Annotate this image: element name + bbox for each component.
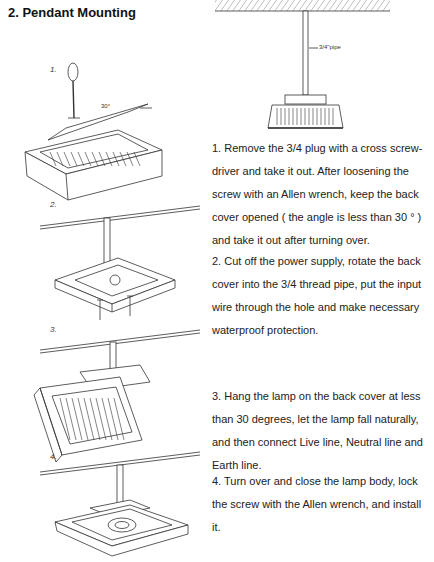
cooling-fin (309, 108, 310, 125)
cooling-fin (114, 398, 124, 440)
cooling-fin (106, 152, 112, 166)
cooling-fin (102, 398, 112, 440)
cooling-fin (78, 398, 88, 440)
cooling-fin (293, 108, 294, 125)
section-title: 2. Pendant Mounting (8, 5, 136, 20)
cooling-fin (96, 398, 106, 440)
cooling-fin (120, 152, 126, 166)
cooling-fin (85, 152, 91, 166)
step-number: 1. (50, 65, 57, 74)
step-instruction: 3. Hang the lamp on the back cover at le… (212, 385, 426, 477)
cooling-fin (99, 152, 105, 166)
cooling-fin (289, 108, 290, 125)
cooling-fin (50, 152, 56, 166)
cooling-fin (127, 152, 133, 166)
cooling-fin (325, 108, 326, 125)
cooling-fin (134, 152, 140, 166)
cooling-fin (72, 398, 82, 440)
cooling-fin (313, 108, 314, 125)
cooling-fin (301, 108, 302, 125)
angle-label: 30° (100, 103, 111, 109)
cooling-fin (281, 108, 282, 125)
cooling-fin (66, 398, 76, 440)
cooling-fin (321, 108, 322, 125)
cooling-fin (113, 152, 119, 166)
step-number: 3. (50, 325, 57, 334)
cooling-fin (92, 152, 98, 166)
step-instruction: 2. Cut off the power supply, rotate the … (212, 250, 426, 342)
cooling-fin (84, 398, 94, 440)
step-number: 2. (50, 200, 57, 209)
cooling-fin (277, 108, 278, 125)
cooling-fin (329, 108, 330, 125)
cooling-fin (297, 108, 298, 125)
cooling-fin (78, 152, 84, 166)
cooling-fin (285, 108, 286, 125)
pipe-label: 3/4"pipe (318, 44, 342, 50)
cooling-fin (317, 108, 318, 125)
cooling-fin (64, 152, 70, 166)
step-instruction: 1. Remove the 3/4 plug with a cross scre… (212, 137, 426, 252)
cooling-fin (333, 108, 334, 125)
cooling-fin (305, 108, 306, 125)
cooling-fin (57, 152, 63, 166)
cooling-fin (60, 398, 70, 440)
cooling-fin (108, 398, 118, 440)
step-instruction: 4. Turn over and close the lamp body, lo… (212, 470, 426, 539)
cooling-fin (90, 398, 100, 440)
step-number: 4. (50, 452, 57, 461)
cooling-fin (71, 152, 77, 166)
